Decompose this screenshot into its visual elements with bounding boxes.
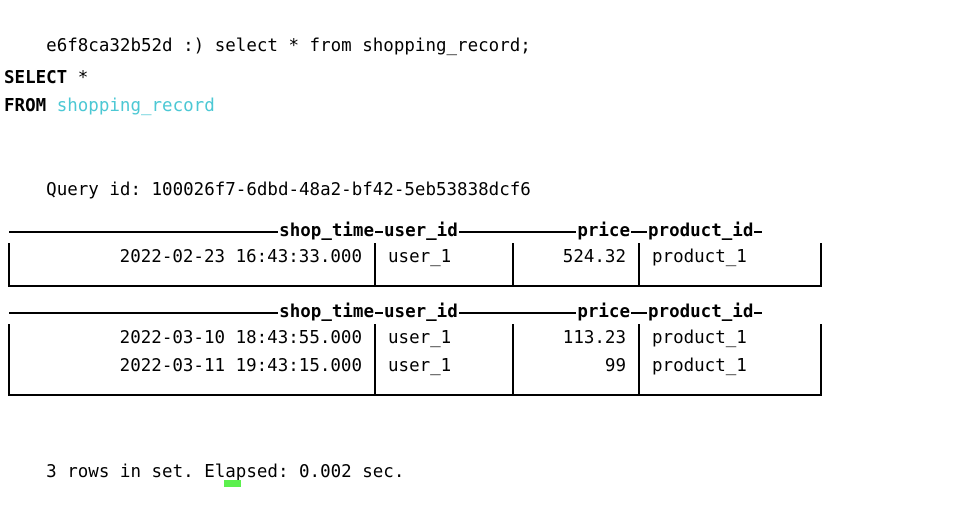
- header-rule-left: [9, 231, 279, 233]
- statement-line-select: SELECT *: [0, 64, 88, 92]
- header-rule-right: [754, 312, 763, 314]
- bottom-rule-segment: [374, 271, 514, 287]
- header-rule-right: [631, 231, 639, 233]
- header-rule-left: [375, 231, 383, 233]
- column-header-price: price: [513, 221, 639, 243]
- table-row: 2022-03-10 18:43:55.000 user_1 113.23 pr…: [8, 324, 822, 352]
- column-header-user-id: user_id: [375, 221, 513, 243]
- bottom-rule-segment: [374, 380, 514, 396]
- header-rule-right: [458, 312, 513, 314]
- column-header-label: user_id: [384, 302, 458, 322]
- sql-star: [67, 68, 78, 88]
- header-rule-right: [754, 231, 763, 233]
- header-rule-left: [513, 231, 577, 233]
- bottom-rule-segment: [512, 380, 640, 396]
- table-row: 2022-03-11 19:43:15.000 user_1 99 produc…: [8, 352, 822, 380]
- cell-price: 99: [512, 352, 640, 380]
- column-header-label: product_id: [648, 221, 754, 241]
- header-rule-left: [513, 312, 577, 314]
- query-id-text: Query id: 100026f7-6dbd-48a2-bf42-5eb538…: [46, 180, 531, 200]
- header-rule-left: [375, 312, 383, 314]
- column-header-label: shop_time: [279, 221, 374, 241]
- cell-product-id: product_1: [638, 324, 822, 352]
- header-rule-left: [9, 312, 279, 314]
- column-header-price: price: [513, 302, 639, 324]
- column-header-product-id: product_id: [639, 221, 821, 243]
- header-rule-left: [639, 231, 647, 233]
- table-header-row: shop_time user_id price: [9, 221, 821, 243]
- cell-product-id: product_1: [638, 243, 822, 271]
- bottom-rule-segment: [638, 380, 822, 396]
- result-table-1: shop_time user_id price: [8, 221, 822, 287]
- header-rule-right: [458, 231, 513, 233]
- terminal-screen[interactable]: e6f8ca32b52d :) select * from shopping_r…: [0, 0, 962, 488]
- column-header-label: price: [577, 221, 630, 241]
- result-summary-text: 3 rows in set. Elapsed: 0.002 sec.: [46, 462, 405, 482]
- cell-shop-time: 2022-02-23 16:43:33.000: [8, 243, 376, 271]
- column-header-shop-time: shop_time: [9, 302, 375, 324]
- sql-keyword-select: SELECT: [4, 68, 68, 88]
- bottom-rule-segment: [512, 271, 640, 287]
- column-header-product-id: product_id: [639, 302, 821, 324]
- table-row: 2022-02-23 16:43:33.000 user_1 524.32 pr…: [8, 243, 822, 271]
- column-header-label: user_id: [384, 221, 458, 241]
- column-header-label: shop_time: [279, 302, 374, 322]
- table-bottom-rule: [8, 380, 822, 396]
- sql-table-name: shopping_record: [56, 96, 215, 116]
- block-cursor: [224, 480, 241, 487]
- result-summary-line: 3 rows in set. Elapsed: 0.002 sec.: [0, 430, 404, 482]
- cell-price: 524.32: [512, 243, 640, 271]
- column-header-user-id: user_id: [375, 302, 513, 324]
- header-rule-left: [639, 312, 647, 314]
- sql-keyword-from: FROM: [4, 96, 47, 116]
- table-header-row: shop_time user_id price: [9, 302, 821, 324]
- cell-shop-time: 2022-03-11 19:43:15.000: [8, 352, 376, 380]
- statement-line-from: FROM shopping_record: [0, 92, 215, 120]
- column-header-shop-time: shop_time: [9, 221, 375, 243]
- cell-product-id: product_1: [638, 352, 822, 380]
- column-header-label: price: [577, 302, 630, 322]
- prompt-line: e6f8ca32b52d :) select * from shopping_r…: [0, 4, 531, 56]
- column-header-label: product_id: [648, 302, 754, 322]
- sql-star-glyph: *: [77, 68, 89, 88]
- cell-user-id: user_1: [374, 352, 514, 380]
- table-bottom-rule: [8, 271, 822, 287]
- bottom-rule-segment: [8, 380, 376, 396]
- bottom-rule-segment: [8, 271, 376, 287]
- cell-shop-time: 2022-03-10 18:43:55.000: [8, 324, 376, 352]
- sql-space: [46, 96, 57, 116]
- cell-user-id: user_1: [374, 243, 514, 271]
- cell-user-id: user_1: [374, 324, 514, 352]
- header-rule-right: [631, 312, 639, 314]
- cell-price: 113.23: [512, 324, 640, 352]
- result-table-2: shop_time user_id price: [8, 302, 822, 396]
- bottom-rule-segment: [638, 271, 822, 287]
- query-id-line: Query id: 100026f7-6dbd-48a2-bf42-5eb538…: [0, 148, 531, 200]
- prompt-text: e6f8ca32b52d :) select * from shopping_r…: [46, 36, 531, 56]
